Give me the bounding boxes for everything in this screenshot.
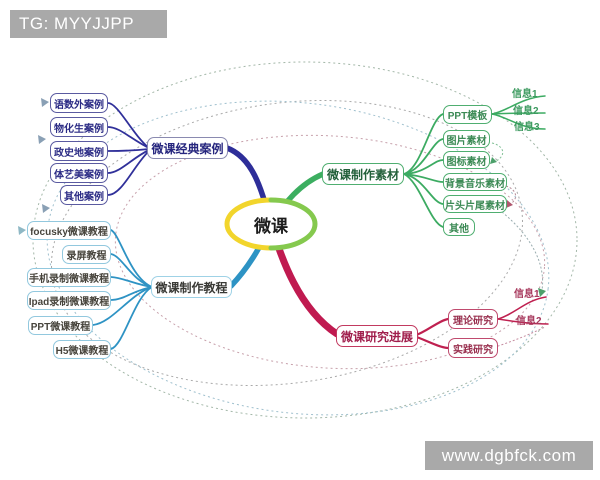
conn-tut-2 bbox=[110, 276, 153, 288]
dotted-ellipse-teal bbox=[46, 100, 550, 416]
node-theory-research[interactable]: 理论研究 bbox=[448, 309, 498, 329]
conn-theory-info1 bbox=[497, 296, 547, 320]
info-material-2[interactable]: 信息2 bbox=[513, 106, 539, 117]
conn-mat-5 bbox=[403, 173, 444, 228]
node-ppt-template[interactable]: PPT模板 bbox=[443, 105, 492, 124]
conn-ppt-info1 bbox=[491, 95, 546, 115]
node-h5-tutorial[interactable]: H5微课教程 bbox=[53, 340, 111, 359]
conn-classic-4 bbox=[107, 150, 150, 196]
node-focusky-tutorial[interactable]: focusky微课教程 bbox=[27, 221, 111, 240]
conn-tut-1 bbox=[110, 253, 153, 288]
node-ipad-tutorial[interactable]: Ipad录制微课教程 bbox=[27, 291, 111, 310]
arrowhead-clip-red bbox=[506, 200, 513, 208]
node-research[interactable]: 微课研究进展 bbox=[336, 325, 418, 347]
node-classic-cases[interactable]: 微课经典案例 bbox=[147, 137, 228, 159]
dotted-ellipse-red bbox=[114, 134, 546, 370]
conn-res-0 bbox=[412, 317, 450, 338]
info-material-3[interactable]: 信息3 bbox=[514, 122, 540, 133]
connectors-tutorials bbox=[92, 229, 153, 350]
node-case-zhengshidi[interactable]: 政史地案例 bbox=[50, 141, 108, 161]
watermark-website: www.dgbfck.com bbox=[425, 441, 593, 470]
arrowhead-left-1 bbox=[41, 98, 49, 107]
node-clip-material[interactable]: 片头片尾素材 bbox=[443, 195, 507, 213]
arrowhead-left-2 bbox=[38, 135, 46, 144]
dotted-ellipse-outer bbox=[32, 61, 578, 419]
info-material-1[interactable]: 信息1 bbox=[512, 89, 538, 100]
conn-mat-2 bbox=[403, 159, 444, 175]
watermark-telegram: TG: MYYJJPP bbox=[10, 10, 167, 38]
conn-classic-3 bbox=[107, 149, 150, 174]
node-music-material[interactable]: 背景音乐素材 bbox=[443, 173, 507, 191]
node-case-tiyimei[interactable]: 体艺美案例 bbox=[50, 163, 108, 183]
arc-picture-to-icon bbox=[491, 142, 504, 162]
node-icon-material[interactable]: 图标素材 bbox=[443, 151, 490, 169]
info-research-1[interactable]: 信息1 bbox=[514, 289, 540, 300]
node-case-other[interactable]: 其他案例 bbox=[60, 185, 108, 205]
node-practice-research[interactable]: 实践研究 bbox=[448, 338, 498, 358]
conn-res-1 bbox=[412, 334, 450, 350]
node-screenrecord-tutorial[interactable]: 录屏教程 bbox=[62, 245, 111, 264]
background-dotted-ellipses bbox=[32, 61, 578, 419]
conn-theory-info2 bbox=[497, 318, 549, 325]
arrowhead-left-3 bbox=[42, 204, 50, 213]
node-case-wuhuasheng[interactable]: 物化生案例 bbox=[50, 117, 108, 137]
connectors-materials bbox=[403, 95, 546, 228]
conn-ppt-info3 bbox=[491, 113, 546, 130]
conn-classic-0 bbox=[107, 102, 150, 149]
arrowhead-icon-green bbox=[490, 157, 497, 164]
node-tutorials[interactable]: 微课制作教程 bbox=[151, 276, 232, 298]
arc-clip-to-info bbox=[501, 211, 544, 291]
arc-music-to-clip bbox=[505, 185, 516, 205]
relation-arrowheads bbox=[18, 98, 546, 297]
conn-mat-0 bbox=[403, 113, 444, 175]
conn-tut-0 bbox=[110, 229, 153, 288]
conn-tut-4 bbox=[92, 286, 153, 326]
arrowhead-left-4 bbox=[18, 226, 26, 235]
node-case-yushuwai[interactable]: 语数外案例 bbox=[50, 93, 108, 113]
info-research-2[interactable]: 信息2 bbox=[516, 316, 542, 327]
node-phone-tutorial[interactable]: 手机录制微课教程 bbox=[27, 268, 111, 287]
arrowhead-info1-green bbox=[538, 288, 546, 297]
center-ellipse bbox=[224, 197, 318, 251]
conn-mat-1 bbox=[403, 138, 444, 175]
node-material-other[interactable]: 其他 bbox=[443, 218, 475, 236]
conn-classic-2 bbox=[107, 148, 150, 152]
conn-classic-1 bbox=[107, 126, 150, 149]
connectors-classic-cases bbox=[107, 102, 150, 196]
node-ppt-tutorial[interactable]: PPT微课教程 bbox=[28, 316, 93, 335]
conn-mat-4 bbox=[403, 173, 444, 205]
center-ring-green bbox=[268, 197, 318, 251]
node-materials[interactable]: 微课制作素材 bbox=[322, 163, 404, 185]
central-topic[interactable]: 微课 bbox=[254, 216, 288, 236]
node-picture-material[interactable]: 图片素材 bbox=[443, 130, 490, 148]
conn-ppt-info2 bbox=[491, 112, 546, 115]
conn-tut-5 bbox=[110, 286, 153, 350]
center-ring-yellow bbox=[224, 197, 274, 251]
